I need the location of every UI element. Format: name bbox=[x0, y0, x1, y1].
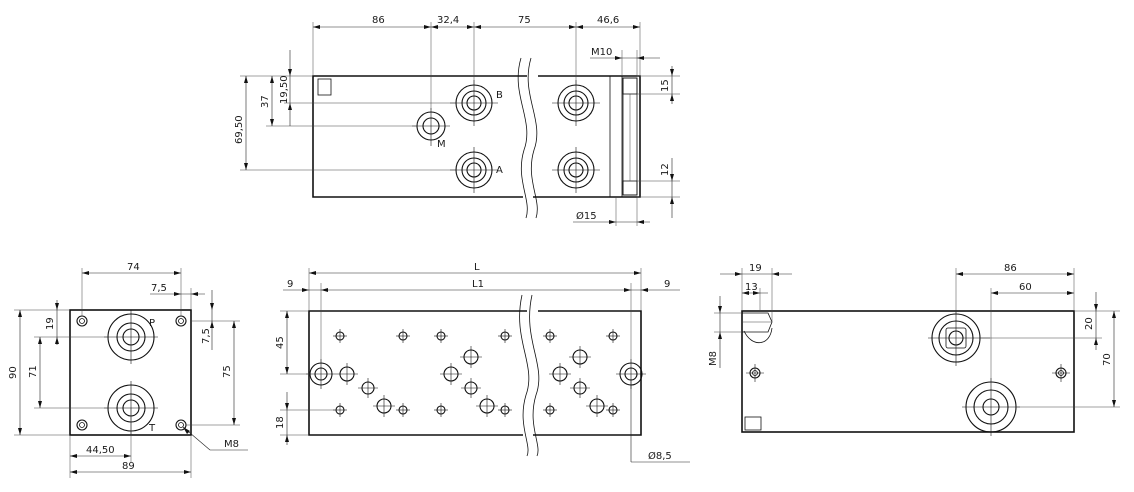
top-view-knurl-strip bbox=[609, 75, 623, 198]
top-view-body-left bbox=[312, 75, 527, 198]
top-view-break-line bbox=[527, 57, 538, 219]
dim-89: 89 bbox=[122, 461, 135, 472]
dim-75-left: 75 bbox=[222, 365, 233, 378]
dim-19-left: 19 bbox=[45, 317, 56, 330]
left-view-body bbox=[69, 309, 192, 436]
top-view-right-dims bbox=[637, 66, 680, 218]
right-view-hole-right bbox=[1052, 364, 1070, 382]
port-label-m: M bbox=[437, 139, 446, 150]
top-view-port-a-right bbox=[552, 147, 600, 193]
top-view-port-b bbox=[450, 80, 498, 126]
dim-44-50: 44,50 bbox=[86, 445, 115, 456]
dim-l: L bbox=[474, 262, 480, 273]
dim-phi8-5: Ø8,5 bbox=[648, 450, 672, 462]
dim-75: 75 bbox=[518, 15, 531, 26]
front-view-break-line bbox=[529, 294, 540, 457]
dim-m8-right: M8 bbox=[708, 351, 719, 366]
dim-69-50: 69,50 bbox=[234, 115, 245, 144]
left-view: P T 74 7,5 7,5 bbox=[8, 262, 248, 478]
top-view-phi15-dim bbox=[573, 197, 650, 226]
dim-15: 15 bbox=[660, 79, 671, 92]
right-view-hole-left bbox=[746, 364, 764, 382]
dim-60: 60 bbox=[1019, 282, 1032, 293]
port-label-a: A bbox=[496, 165, 503, 176]
top-view-port-b-right bbox=[552, 80, 600, 126]
front-view-threaded-holes bbox=[333, 329, 620, 417]
dim-20: 20 bbox=[1084, 317, 1095, 330]
dim-m8-left: M8 bbox=[224, 439, 239, 450]
top-view-break-line bbox=[517, 57, 528, 219]
right-view: 19 13 M8 86 60 bbox=[708, 263, 1120, 436]
right-view-body bbox=[741, 310, 1075, 433]
right-view-port-lower bbox=[962, 378, 1020, 436]
dim-9-left: 9 bbox=[287, 279, 293, 290]
right-view-pocket bbox=[744, 416, 762, 431]
top-view-horizontal-dims bbox=[312, 22, 641, 110]
dim-phi15: Ø15 bbox=[576, 210, 597, 222]
dim-74: 74 bbox=[127, 262, 140, 273]
dim-70: 70 bbox=[1102, 353, 1113, 366]
dim-86-right: 86 bbox=[1004, 263, 1017, 274]
top-view-port-a bbox=[450, 147, 498, 193]
port-label-t: T bbox=[148, 423, 156, 434]
front-view-ports bbox=[336, 346, 608, 417]
top-view-plug-head bbox=[622, 77, 638, 95]
right-view-plug-section bbox=[742, 312, 773, 344]
port-label-p: P bbox=[149, 318, 155, 329]
top-view: B A M 86 32,4 75 46,6 bbox=[234, 15, 680, 226]
front-view-body-left bbox=[308, 310, 527, 436]
dim-18: 18 bbox=[275, 416, 286, 429]
dim-19-right: 19 bbox=[749, 263, 762, 274]
front-view-body-right bbox=[533, 310, 642, 436]
dim-9-right: 9 bbox=[664, 279, 670, 290]
dim-90: 90 bbox=[8, 366, 19, 379]
dim-71: 71 bbox=[28, 365, 39, 378]
left-view-corner-holes bbox=[76, 315, 187, 431]
top-view-pocket bbox=[317, 78, 332, 96]
top-view-vertical-dims bbox=[240, 50, 456, 171]
dim-46-6: 46,6 bbox=[597, 15, 619, 26]
front-view-break-line bbox=[519, 294, 530, 457]
top-view-m10-dim bbox=[590, 50, 660, 76]
dim-13: 13 bbox=[745, 282, 758, 293]
dim-l1: L1 bbox=[472, 279, 484, 290]
front-view: L L1 9 9 45 18 Ø8,5 bbox=[275, 262, 690, 463]
dim-45: 45 bbox=[275, 336, 286, 349]
dim-m10: M10 bbox=[591, 47, 612, 58]
top-view-body-right bbox=[533, 75, 641, 198]
dim-7-5-top: 7,5 bbox=[151, 283, 167, 294]
dim-32-4: 32,4 bbox=[437, 15, 459, 26]
top-view-plug-tail bbox=[622, 180, 638, 196]
dim-86: 86 bbox=[372, 15, 385, 26]
dim-12: 12 bbox=[660, 163, 671, 176]
dim-19-50: 19,50 bbox=[279, 75, 290, 104]
dim-37: 37 bbox=[260, 95, 271, 108]
front-view-mounting-hole-left bbox=[306, 359, 336, 389]
dim-7-5-side: 7,5 bbox=[201, 328, 212, 344]
port-label-b: B bbox=[496, 90, 503, 101]
